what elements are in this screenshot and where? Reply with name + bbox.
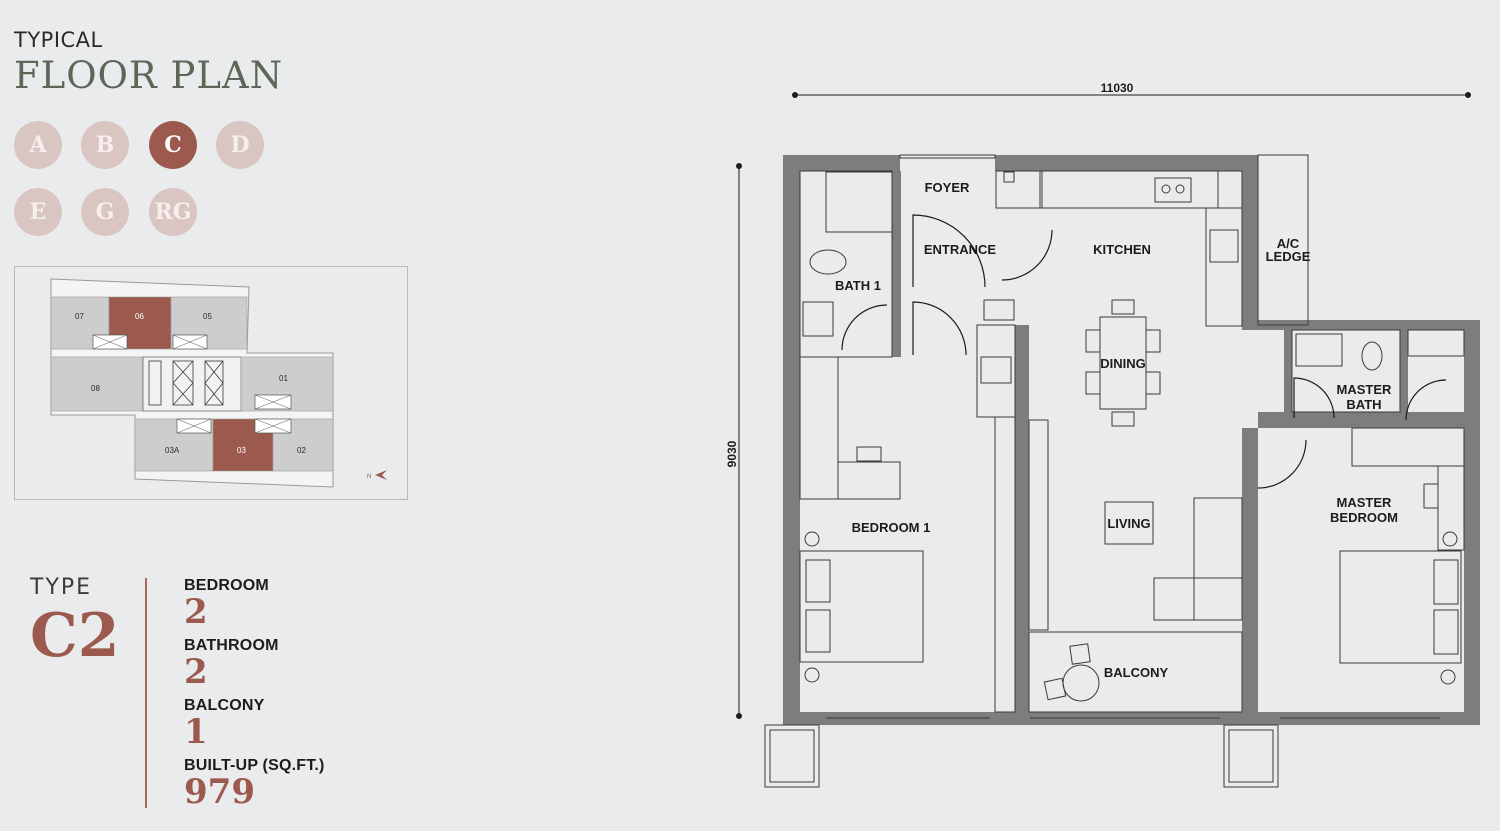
north-arrow-icon: N <box>367 470 387 480</box>
key-plan: 07 06 05 08 01 03A 03 02 N <box>14 266 408 500</box>
spec-value: 2 <box>184 592 208 632</box>
type-button-d[interactable]: D <box>216 121 264 169</box>
key-label-05: 05 <box>203 312 212 321</box>
fixtures <box>764 154 1465 788</box>
room-label-master-bedroom-2: BEDROOM <box>1330 510 1398 525</box>
room-label-entrance: ENTRANCE <box>924 242 997 257</box>
spec-label: BALCONY <box>184 697 265 714</box>
svg-text:11030: 11030 <box>1101 81 1134 95</box>
room-label-foyer: FOYER <box>925 180 970 195</box>
spec-bathroom: BATHROOM 2 <box>184 637 325 697</box>
type-button-e[interactable]: E <box>14 188 62 236</box>
unit-specs: BEDROOM 2 BATHROOM 2 BALCONY 1 BUILT-UP … <box>184 577 325 817</box>
room-label-ac-ledge-2: LEDGE <box>1266 249 1311 264</box>
doors <box>841 214 1447 489</box>
svg-text:N: N <box>367 474 371 480</box>
type-button-c[interactable]: C <box>149 121 197 169</box>
room-label-balcony: BALCONY <box>1104 665 1169 680</box>
page-header: TYPICAL FLOOR PLAN <box>14 28 284 97</box>
type-code: C2 <box>30 601 120 671</box>
type-button-a[interactable]: A <box>14 121 62 169</box>
type-button-rg[interactable]: RG <box>149 188 197 236</box>
room-label-living: LIVING <box>1107 516 1150 531</box>
spec-divider <box>145 578 147 808</box>
page-subtitle: TYPICAL <box>14 28 103 52</box>
width-dimension: 11030 <box>792 81 1471 98</box>
spec-label: BATHROOM <box>184 637 279 654</box>
spec-label: BUILT-UP (SQ.FT.) <box>184 757 325 774</box>
key-label-07: 07 <box>75 312 84 321</box>
depth-dimension: 9030 <box>725 163 742 719</box>
key-unit-08 <box>50 356 144 412</box>
spec-bedroom: BEDROOM 2 <box>184 577 325 637</box>
unit-type: TYPE C2 <box>30 575 120 666</box>
key-label-02: 02 <box>297 446 306 455</box>
exterior-walls <box>783 155 1480 725</box>
room-label-master-bath-1: MASTER <box>1337 382 1393 397</box>
room-label-bedroom-1: BEDROOM 1 <box>852 520 931 535</box>
type-button-b[interactable]: B <box>81 121 129 169</box>
type-label: TYPE <box>30 575 93 600</box>
spec-value: 1 <box>184 712 208 752</box>
room-label-bath-1: BATH 1 <box>835 278 881 293</box>
svg-text:9030: 9030 <box>725 440 739 467</box>
spec-label: BEDROOM <box>184 577 269 594</box>
spec-value: 979 <box>184 772 255 812</box>
key-label-01: 01 <box>279 374 288 383</box>
spec-value: 2 <box>184 652 208 692</box>
room-label-ac-ledge-1: A/C <box>1277 236 1300 251</box>
key-label-08: 08 <box>91 384 100 393</box>
room-label-master-bedroom-1: MASTER <box>1337 495 1393 510</box>
room-label-dining: DINING <box>1100 356 1146 371</box>
type-button-g[interactable]: G <box>81 188 129 236</box>
key-label-06: 06 <box>135 312 144 321</box>
room-label-kitchen: KITCHEN <box>1093 242 1151 257</box>
room-label-master-bath-2: BATH <box>1346 397 1381 412</box>
spec-balcony: BALCONY 1 <box>184 697 325 757</box>
key-label-03a: 03A <box>165 446 180 455</box>
page-title: FLOOR PLAN <box>14 54 284 97</box>
key-label-03: 03 <box>237 446 246 455</box>
spec-built-up: BUILT-UP (SQ.FT.) 979 <box>184 757 325 817</box>
